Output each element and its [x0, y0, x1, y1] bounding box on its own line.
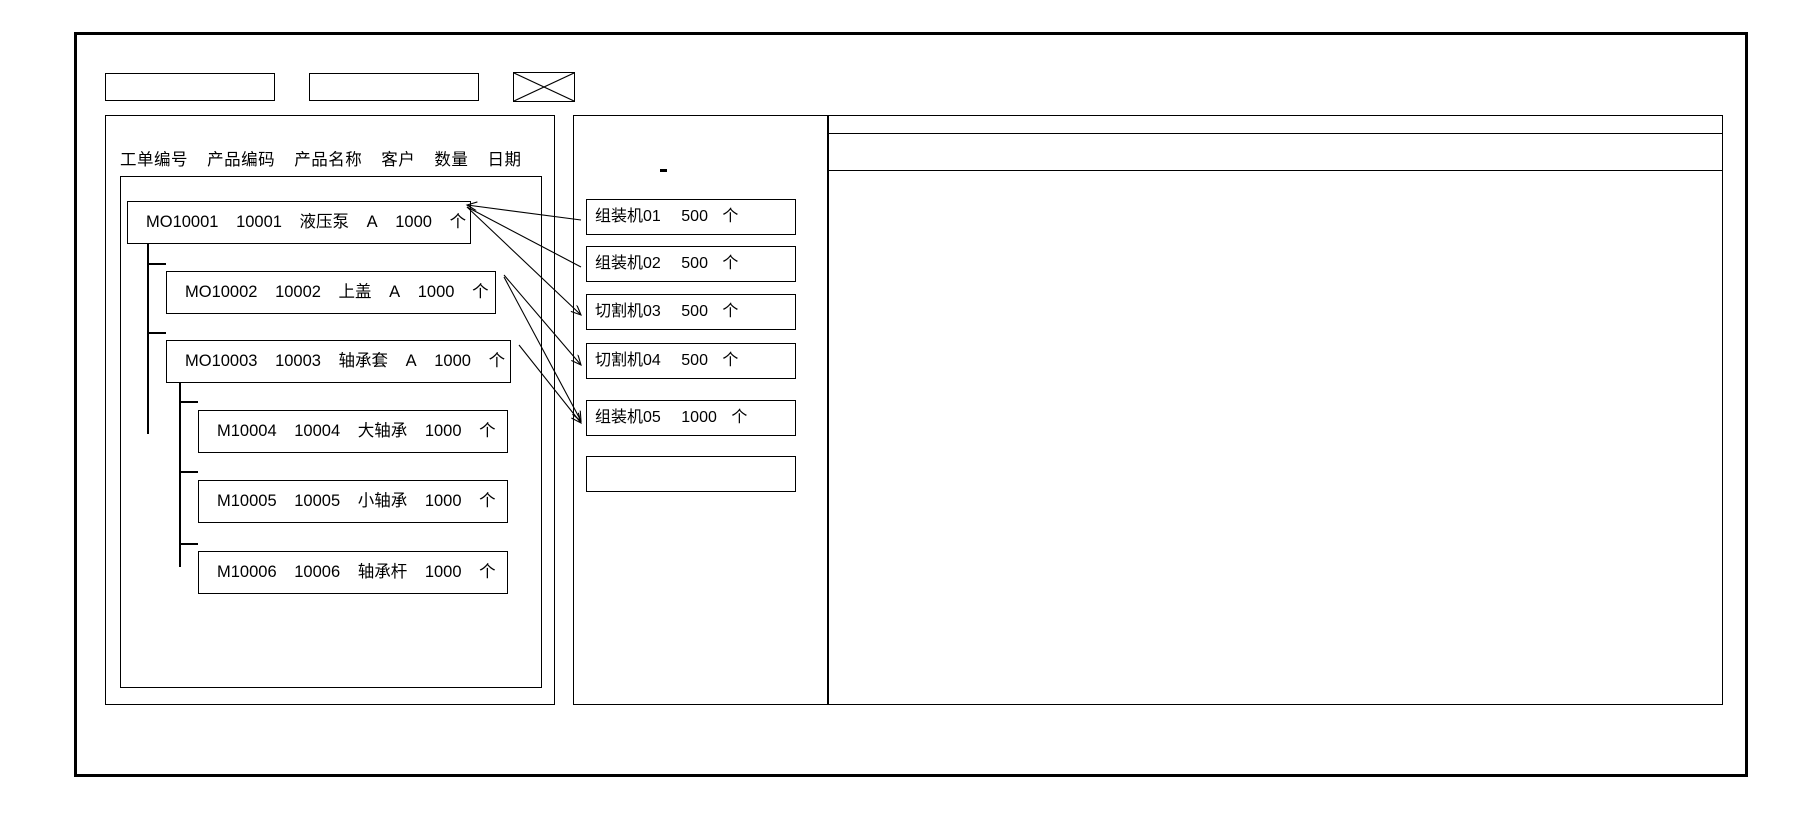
op-unit: 个: [722, 255, 739, 272]
column-header-qty: 数量: [434, 151, 469, 169]
toolbar-field-2[interactable]: [309, 73, 479, 101]
tree-connector: [179, 471, 198, 473]
toolbar-field-1[interactable]: [105, 73, 275, 101]
tree-connector: [147, 332, 166, 334]
cell-qty: 1000: [434, 352, 471, 370]
toolbar: [105, 72, 575, 102]
cell-product-name: 小轴承: [357, 492, 408, 510]
cell-qty: 1000: [424, 563, 462, 581]
cell-product-name: 大轴承: [357, 422, 408, 440]
order-column-headers: 工单编号 产品编码 产品名称 客户 数量 日期: [120, 146, 521, 170]
column-header-product-code: 产品编码: [207, 151, 276, 169]
cell-product-code: 10005: [294, 492, 341, 510]
detail-panel: [828, 115, 1723, 705]
op-qty: 1000: [681, 409, 717, 426]
op-unit: 个: [722, 352, 739, 369]
detail-panel-header: [829, 133, 1722, 171]
op-name: 组装机01: [595, 208, 661, 225]
app-window: 工单编号 产品编码 产品名称 客户 数量 日期 MO10001 10001 液压…: [74, 32, 1748, 777]
op-unit: 个: [722, 303, 739, 320]
cell-unit: 个: [479, 563, 496, 581]
column-header-order-no: 工单编号: [120, 151, 188, 169]
cell-product-code: 10002: [275, 283, 321, 301]
table-row[interactable]: MO10001 10001 液压泵 A 1000 个: [127, 201, 471, 244]
table-row[interactable]: MO10002 10002 上盖 A 1000 个: [166, 271, 496, 314]
cell-order-no: MO10001: [146, 213, 219, 231]
cell-qty: 1000: [424, 422, 462, 440]
list-item[interactable]: 切割机04 500 个: [586, 343, 796, 379]
tree-connector: [179, 543, 198, 545]
table-row[interactable]: MO10003 10003 轴承套 A 1000 个: [166, 340, 511, 383]
cell-product-code: 10004: [294, 422, 341, 440]
column-header-product-name: 产品名称: [294, 151, 363, 169]
work-order-tree: MO10001 10001 液压泵 A 1000 个 MO10002 10002…: [120, 176, 542, 688]
list-item-empty[interactable]: [586, 456, 796, 492]
op-qty: 500: [681, 255, 708, 272]
cell-product-code: 10001: [236, 213, 282, 231]
cell-order-no: M10006: [217, 563, 277, 581]
op-name: 切割机03: [595, 303, 661, 320]
cell-unit: 个: [479, 422, 496, 440]
column-header-customer: 客户: [381, 151, 416, 169]
tree-connector: [179, 354, 181, 567]
tree-connector: [147, 263, 166, 265]
tree-connector: [179, 401, 198, 403]
op-name: 切割机04: [595, 352, 661, 369]
cell-unit: 个: [449, 213, 467, 231]
table-row[interactable]: M10005 10005 小轴承 1000 个: [198, 480, 508, 523]
cell-qty: 1000: [395, 213, 432, 231]
cell-product-code: 10003: [275, 352, 321, 370]
cell-qty: 1000: [417, 283, 455, 301]
op-name: 组装机05: [595, 409, 661, 426]
cell-customer: A: [405, 352, 417, 370]
op-qty: 500: [681, 352, 708, 369]
cell-product-code: 10006: [294, 563, 341, 581]
cell-order-no: M10005: [217, 492, 277, 510]
column-header-date: 日期: [487, 151, 522, 169]
cell-customer: A: [389, 283, 401, 301]
work-order-panel: 工单编号 产品编码 产品名称 客户 数量 日期 MO10001 10001 液压…: [105, 115, 555, 705]
panel-marker: [660, 169, 667, 172]
op-unit: 个: [722, 208, 739, 225]
list-item[interactable]: 组装机02 500 个: [586, 246, 796, 282]
cell-customer: A: [366, 213, 378, 231]
list-item[interactable]: 组装机05 1000 个: [586, 400, 796, 436]
op-qty: 500: [681, 208, 708, 225]
cell-product-name: 轴承杆: [357, 563, 408, 581]
table-row[interactable]: M10004 10004 大轴承 1000 个: [198, 410, 508, 453]
op-qty: 500: [681, 303, 708, 320]
cell-product-name: 轴承套: [338, 352, 389, 370]
op-name: 组装机02: [595, 255, 661, 272]
cell-unit: 个: [479, 492, 496, 510]
list-item[interactable]: 组装机01 500 个: [586, 199, 796, 235]
tree-connector: [147, 223, 149, 434]
cell-unit: 个: [488, 352, 506, 370]
cell-product-name: 上盖: [338, 283, 372, 301]
cell-unit: 个: [472, 283, 489, 301]
op-unit: 个: [731, 409, 748, 426]
x-box-icon[interactable]: [513, 72, 575, 102]
operation-panel: 组装机01 500 个 组装机02 500 个 切割机03 500 个 切割机0…: [573, 115, 828, 705]
cell-qty: 1000: [424, 492, 462, 510]
cell-product-name: 液压泵: [299, 213, 350, 231]
cell-order-no: MO10002: [185, 283, 258, 301]
cell-order-no: M10004: [217, 422, 277, 440]
table-row[interactable]: M10006 10006 轴承杆 1000 个: [198, 551, 508, 594]
cell-order-no: MO10003: [185, 352, 258, 370]
list-item[interactable]: 切割机03 500 个: [586, 294, 796, 330]
